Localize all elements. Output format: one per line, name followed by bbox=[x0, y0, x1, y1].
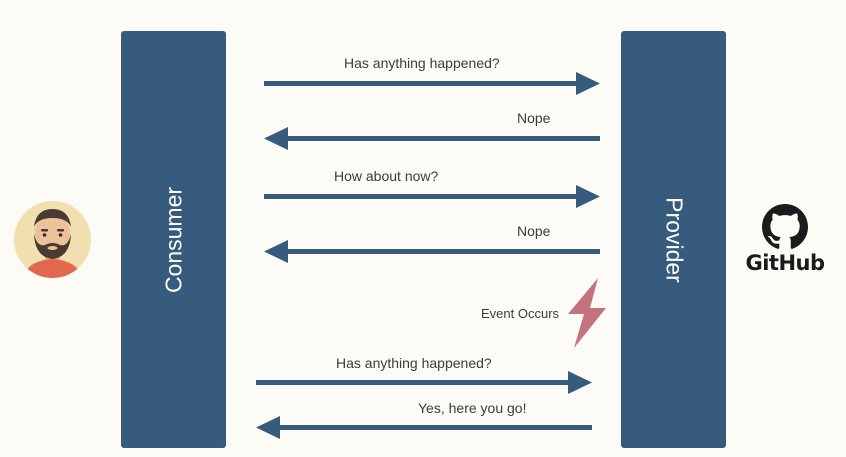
message-6-label: Yes, here you go! bbox=[418, 400, 527, 416]
lightning-bolt-icon bbox=[568, 278, 606, 348]
event-occurs-label: Event Occurs bbox=[481, 306, 560, 321]
message-1-label: Has anything happened? bbox=[344, 55, 500, 71]
arrow-2-left bbox=[264, 127, 600, 150]
message-3-label: How about now? bbox=[334, 168, 439, 184]
message-4-label: Nope bbox=[517, 223, 551, 239]
consumer-lane: Consumer bbox=[121, 31, 226, 448]
github-octocat-icon bbox=[762, 204, 808, 249]
arrow-6-left bbox=[256, 416, 592, 439]
message-5-label: Has anything happened? bbox=[336, 355, 492, 371]
provider-lane: Provider bbox=[621, 31, 726, 448]
bearded-person-avatar-icon bbox=[14, 201, 91, 278]
message-2-label: Nope bbox=[517, 110, 551, 126]
arrow-4-left bbox=[264, 240, 600, 263]
arrow-5-right bbox=[256, 371, 592, 394]
github-logo: GitHub bbox=[745, 204, 825, 275]
arrow-1-right bbox=[264, 72, 600, 95]
github-wordmark: GitHub bbox=[745, 251, 825, 275]
arrow-3-right bbox=[264, 185, 600, 208]
